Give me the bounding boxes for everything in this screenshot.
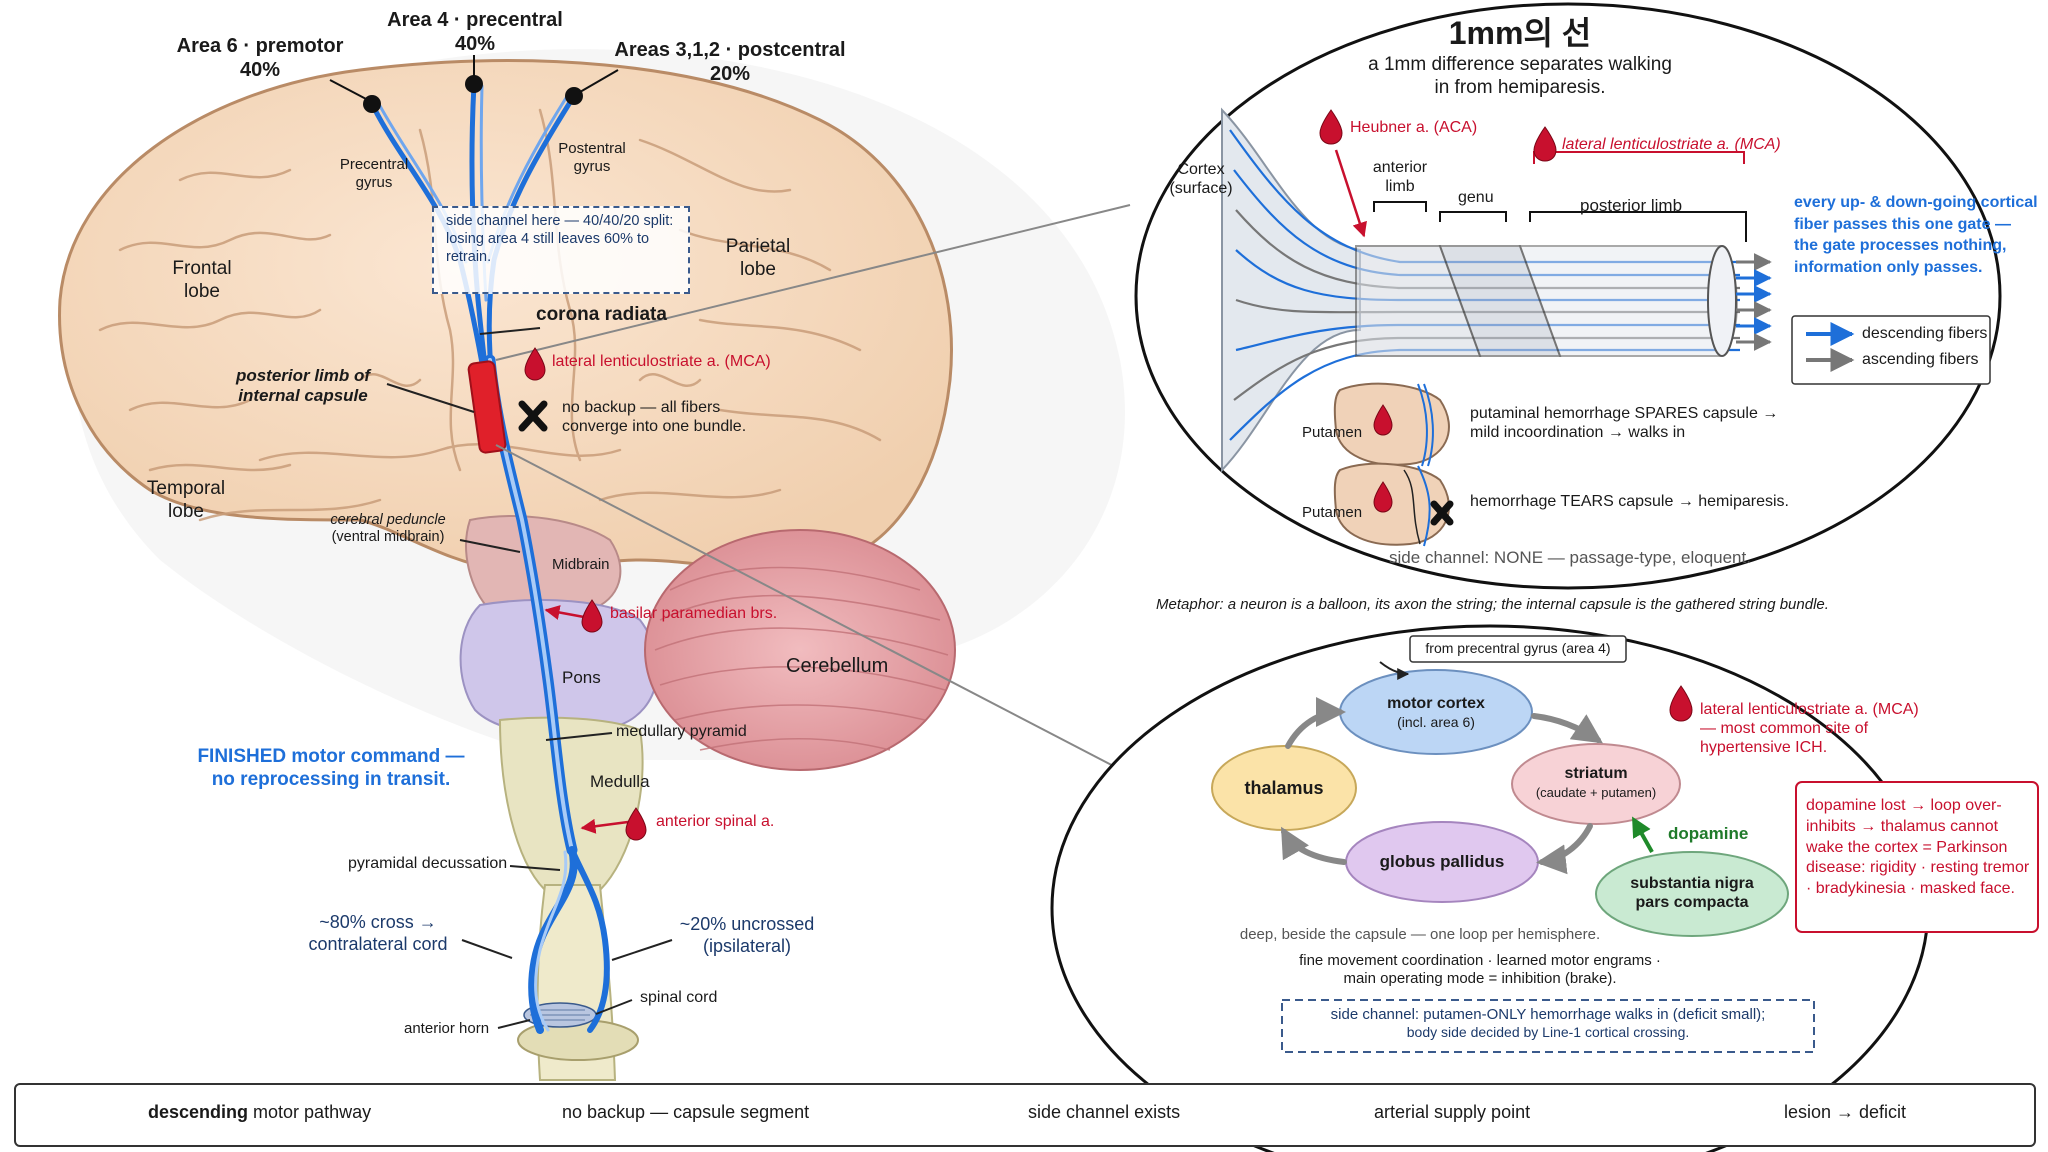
medullary-pyramid-label: medullary pyramid: [616, 723, 747, 740]
legend-no-backup: no backup — capsule segment: [562, 1102, 810, 1122]
anterior-limb-label: anterior limb: [1372, 159, 1428, 196]
uncrossed20-label: ~20% uncrossed(ipsilateral): [679, 914, 815, 956]
genu-label: genu: [1458, 189, 1494, 206]
putamen2-label: Putamen: [1302, 504, 1363, 521]
side-channel-note-box: [432, 206, 690, 294]
basilar-label: basilar paramedian brs.: [610, 605, 778, 622]
capsule-panel-subtitle: a 1mm difference separates walking in fr…: [1368, 54, 1672, 98]
drop-heubner: [1319, 109, 1343, 145]
anterior-horn-label: anterior horn: [404, 1020, 490, 1037]
medulla: [498, 716, 644, 891]
node-substantia-nigra: [1595, 851, 1789, 937]
globus-pallidus-label: globus pallidus: [1379, 852, 1505, 871]
medulla-label: Medulla: [590, 772, 650, 791]
node-striatum: [1511, 743, 1681, 825]
side-channel-note: side channel here — 40/40/20 split: losi…: [446, 213, 674, 266]
posterior-limb-top-label: posterior limb: [1580, 196, 1683, 215]
heubner-label: Heubner a. (ACA): [1350, 119, 1478, 136]
cerebral-peduncle-label: cerebral peduncle(ventral midbrain): [330, 512, 446, 546]
drop-left-capsule: [524, 347, 546, 381]
lenticulostriate-top-label: lateral lenticulostriate a. (MCA): [1562, 136, 1781, 153]
drop-putamen1: [1373, 404, 1393, 436]
posterior-limb-label: posterior limb of internal capsule: [235, 366, 371, 406]
postcentral-gyrus-label: Postentral gyrus: [558, 140, 626, 175]
cerebellum-label: Cerebellum: [786, 655, 889, 677]
legend-ascending-fibers: ascending fibers: [1862, 351, 1979, 368]
spares-note: putaminal hemorrhage SPARES capsule → mi…: [1470, 405, 1779, 442]
legend-lesion: lesion → deficit: [1784, 1102, 1907, 1122]
capsule-panel-title: 1mm의 선: [1448, 15, 1592, 51]
legend-arterial: arterial supply point: [1374, 1102, 1531, 1122]
lenticulostriate-label: lateral lenticulostriate a. (MCA): [552, 353, 771, 370]
frontal-lobe-label: Frontal lobe: [172, 258, 232, 302]
gate-note: every up- & down-going cortical fiber pa…: [1794, 194, 2038, 276]
midbrain: [465, 515, 622, 611]
cortex-surface-label: Cortex (surface): [1169, 161, 1233, 198]
drop-putamen2: [1373, 481, 1393, 513]
putamen1-label: Putamen: [1302, 424, 1363, 441]
tears-note: hemorrhage TEARS capsule → hemiparesis.: [1470, 493, 1789, 510]
loop-lenticulostriate-label: lateral lenticulostriate a. (MCA)— most …: [1700, 701, 1919, 757]
legend-descending-fibers: descending fibers: [1862, 325, 1988, 342]
temporal-lobe-label: Temporal lobe: [146, 478, 226, 522]
pons-label: Pons: [562, 668, 601, 687]
anterior-spinal-label: anterior spinal a.: [656, 813, 775, 830]
legend-descending: descending motor pathway: [148, 1102, 372, 1122]
capsule-side-channel: side channel: NONE — passage-type, eloqu…: [1389, 548, 1751, 567]
striatum-label: striatum(caudate + putamen): [1535, 765, 1657, 801]
parietal-lobe-label: Parietal lobe: [725, 236, 791, 280]
dopamine-label: dopamine: [1668, 824, 1749, 843]
from-precentral-label: from precentral gyrus (area 4): [1425, 640, 1611, 656]
midbrain-label: Midbrain: [552, 556, 610, 573]
corona-radiata-label: corona radiata: [536, 304, 667, 325]
cross80-label: ~80% cross →contralateral cord: [308, 912, 448, 954]
loop-side-channel: side channel: putamen-ONLY hemorrhage wa…: [1330, 1006, 1766, 1040]
drop-lenticulostriate-top: [1533, 126, 1557, 162]
motor-cortex-label: motor cortex(incl. area 6): [1387, 695, 1485, 731]
function-note: fine movement coordination · learned mot…: [1299, 952, 1661, 987]
thalamus-label: thalamus: [1244, 778, 1324, 798]
metaphor-note: Metaphor: a neuron is a balloon, its axo…: [1156, 596, 1829, 613]
drop-basilar: [581, 599, 603, 633]
parkinson-note: dopamine lost → loop over-inhibits → tha…: [1806, 797, 2030, 898]
precentral-gyrus-label: Precentral gyrus: [339, 156, 409, 191]
capsule-segment: [467, 360, 507, 454]
legend-bar: [14, 1083, 2036, 1147]
no-backup-note: no backup — all fibers converge into one…: [562, 399, 747, 436]
finished-command-label: FINISHED motor command — no reprocessing…: [197, 746, 465, 790]
drop-spinal: [625, 807, 647, 841]
spinal-cord-label: spinal cord: [640, 989, 718, 1006]
legend-side-channel: side channel exists: [1028, 1102, 1181, 1122]
drop-loop-lenticulostriate: [1669, 685, 1693, 722]
pyramidal-decussation-label: pyramidal decussation: [348, 855, 508, 872]
deep-note: deep, beside the capsule — one loop per …: [1239, 926, 1601, 943]
